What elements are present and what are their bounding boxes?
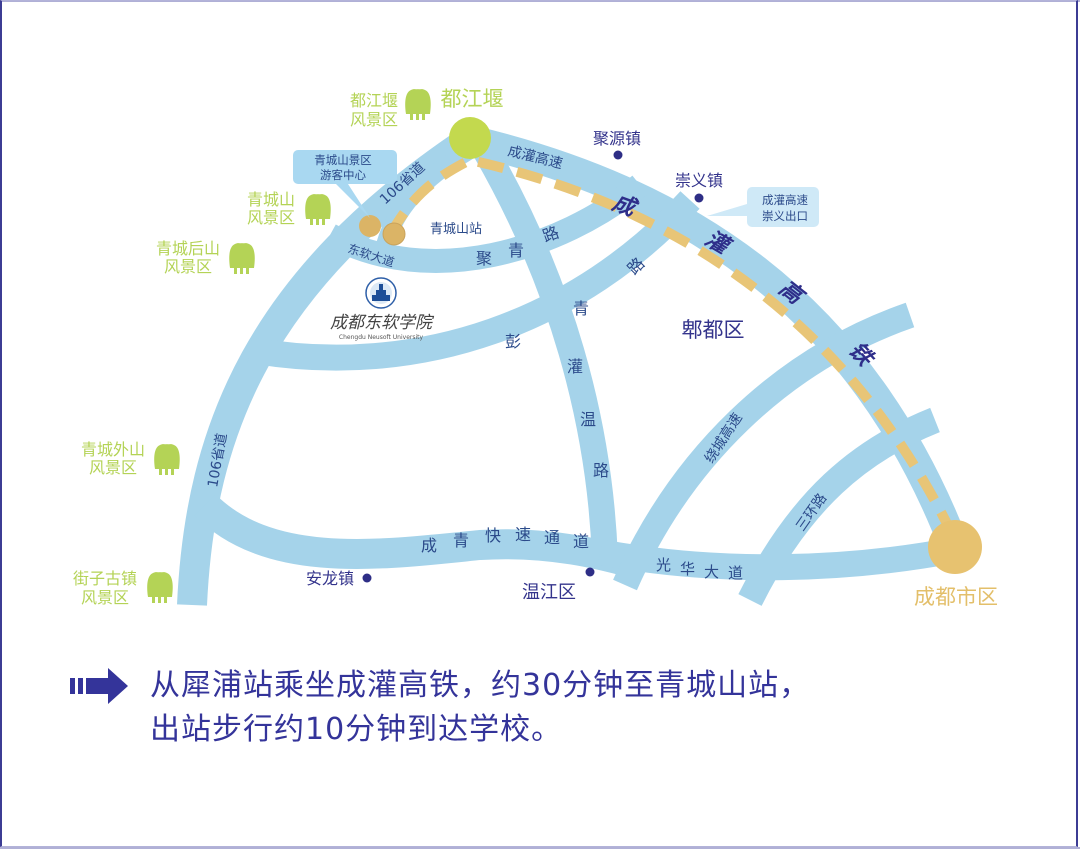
scenic-label: 都江堰 — [350, 91, 398, 110]
road-label-guanghua: 大 — [704, 563, 719, 581]
station-label: 青城山站 — [430, 222, 482, 237]
university-logo: 成都东软学院 Chengdu Neusoft University — [330, 277, 435, 341]
town-dot — [613, 150, 623, 160]
district-label-pidu: 郫都区 — [682, 318, 745, 342]
tree-icon — [305, 194, 331, 225]
road-guanwen — [473, 143, 618, 561]
road-ring-expressway — [613, 302, 915, 591]
arrow-right-icon — [70, 668, 128, 704]
route-map: 都江堰 风景区 青城山 风景区 青城后山 风景区 青城外山 风景区 街子古镇 风… — [73, 87, 998, 609]
tree-icon — [405, 89, 431, 120]
city-label-dujiangyan: 都江堰 — [441, 87, 504, 111]
svg-text:崇义出口: 崇义出口 — [762, 209, 808, 223]
road-label-pengqing: 青 — [573, 299, 589, 318]
road-label-pengqing: 彭 — [505, 332, 521, 351]
scenic-label: 风景区 — [164, 257, 212, 276]
university-name-cn: 成都东软学院 — [330, 313, 435, 333]
route-caption: 从犀浦站乘坐成灌高铁，约30分钟至青城山站， 出站步行约10分钟到达学校。 — [150, 664, 810, 752]
scenic-label: 青城后山 — [156, 239, 220, 258]
road-label-chengqing: 道 — [573, 532, 589, 551]
tree-icon — [229, 243, 255, 274]
caption-line-2: 出站步行约10分钟到达学校。 — [150, 712, 563, 747]
road-label-juqing: 路 — [540, 223, 562, 246]
svg-text:成灌高速: 成灌高速 — [762, 193, 808, 207]
high-speed-rail — [385, 154, 960, 543]
road-label-guanghua: 道 — [728, 564, 743, 582]
roads — [177, 125, 970, 606]
road-label-chengqing: 成 — [421, 536, 437, 555]
scenic-label: 风景区 — [247, 208, 295, 227]
scenic-label: 青城外山 — [81, 440, 145, 459]
city-label-chengdu: 成都市区 — [914, 585, 998, 609]
tree-icon — [154, 444, 180, 475]
road-label-guanwen: 温 — [580, 410, 596, 429]
frame-top-border — [0, 0, 1080, 2]
district-label-wenjiang: 温江区 — [522, 582, 576, 603]
road-label-guanghua: 华 — [680, 560, 695, 578]
scenic-label: 风景区 — [81, 588, 129, 607]
road-third-ring — [738, 407, 940, 606]
road-juqing — [324, 175, 648, 273]
scenic-label: 青城山 — [247, 190, 295, 209]
road-label-guanwen: 灌 — [567, 357, 583, 376]
town-label: 安龙镇 — [306, 569, 354, 588]
road-label-chengqing: 通 — [544, 528, 560, 547]
road-pengqing — [247, 191, 700, 371]
road-label-guanghua: 光 — [656, 556, 671, 574]
frame-bottom-border — [0, 847, 1080, 849]
town-dot — [362, 573, 372, 583]
road-label-juqing: 聚 — [476, 249, 492, 268]
town-dot — [694, 193, 704, 203]
svg-text:青城山景区: 青城山景区 — [314, 153, 372, 167]
chengdu-dot — [928, 520, 982, 574]
town-label: 崇义镇 — [675, 171, 723, 190]
tree-icon — [147, 572, 173, 603]
station-dot — [382, 222, 406, 246]
dujiangyan-dot — [449, 117, 491, 159]
road-label-chengqing: 速 — [515, 525, 531, 544]
svg-text:游客中心: 游客中心 — [320, 168, 366, 182]
road-label-chengqing: 快 — [485, 526, 501, 545]
visitor-center-dot — [359, 215, 381, 237]
scenic-label: 风景区 — [350, 110, 398, 129]
scenic-label: 风景区 — [89, 458, 137, 477]
road-label-juqing: 青 — [508, 241, 524, 260]
university-name-en: Chengdu Neusoft University — [339, 334, 424, 341]
caption-line-1: 从犀浦站乘坐成灌高铁，约30分钟至青城山站， — [150, 668, 811, 703]
callout-expressway-exit: 成灌高速 崇义出口 — [707, 187, 819, 227]
scenic-label: 街子古镇 — [73, 569, 137, 588]
town-dot — [585, 567, 595, 577]
road-chengguan-expressway — [466, 125, 970, 554]
road-label-chengqing: 青 — [453, 531, 469, 550]
town-label: 聚源镇 — [593, 129, 641, 148]
callout-visitor-center: 青城山景区 游客中心 — [293, 150, 397, 218]
road-label-guanwen: 路 — [593, 461, 609, 480]
tree-icons — [147, 89, 431, 603]
